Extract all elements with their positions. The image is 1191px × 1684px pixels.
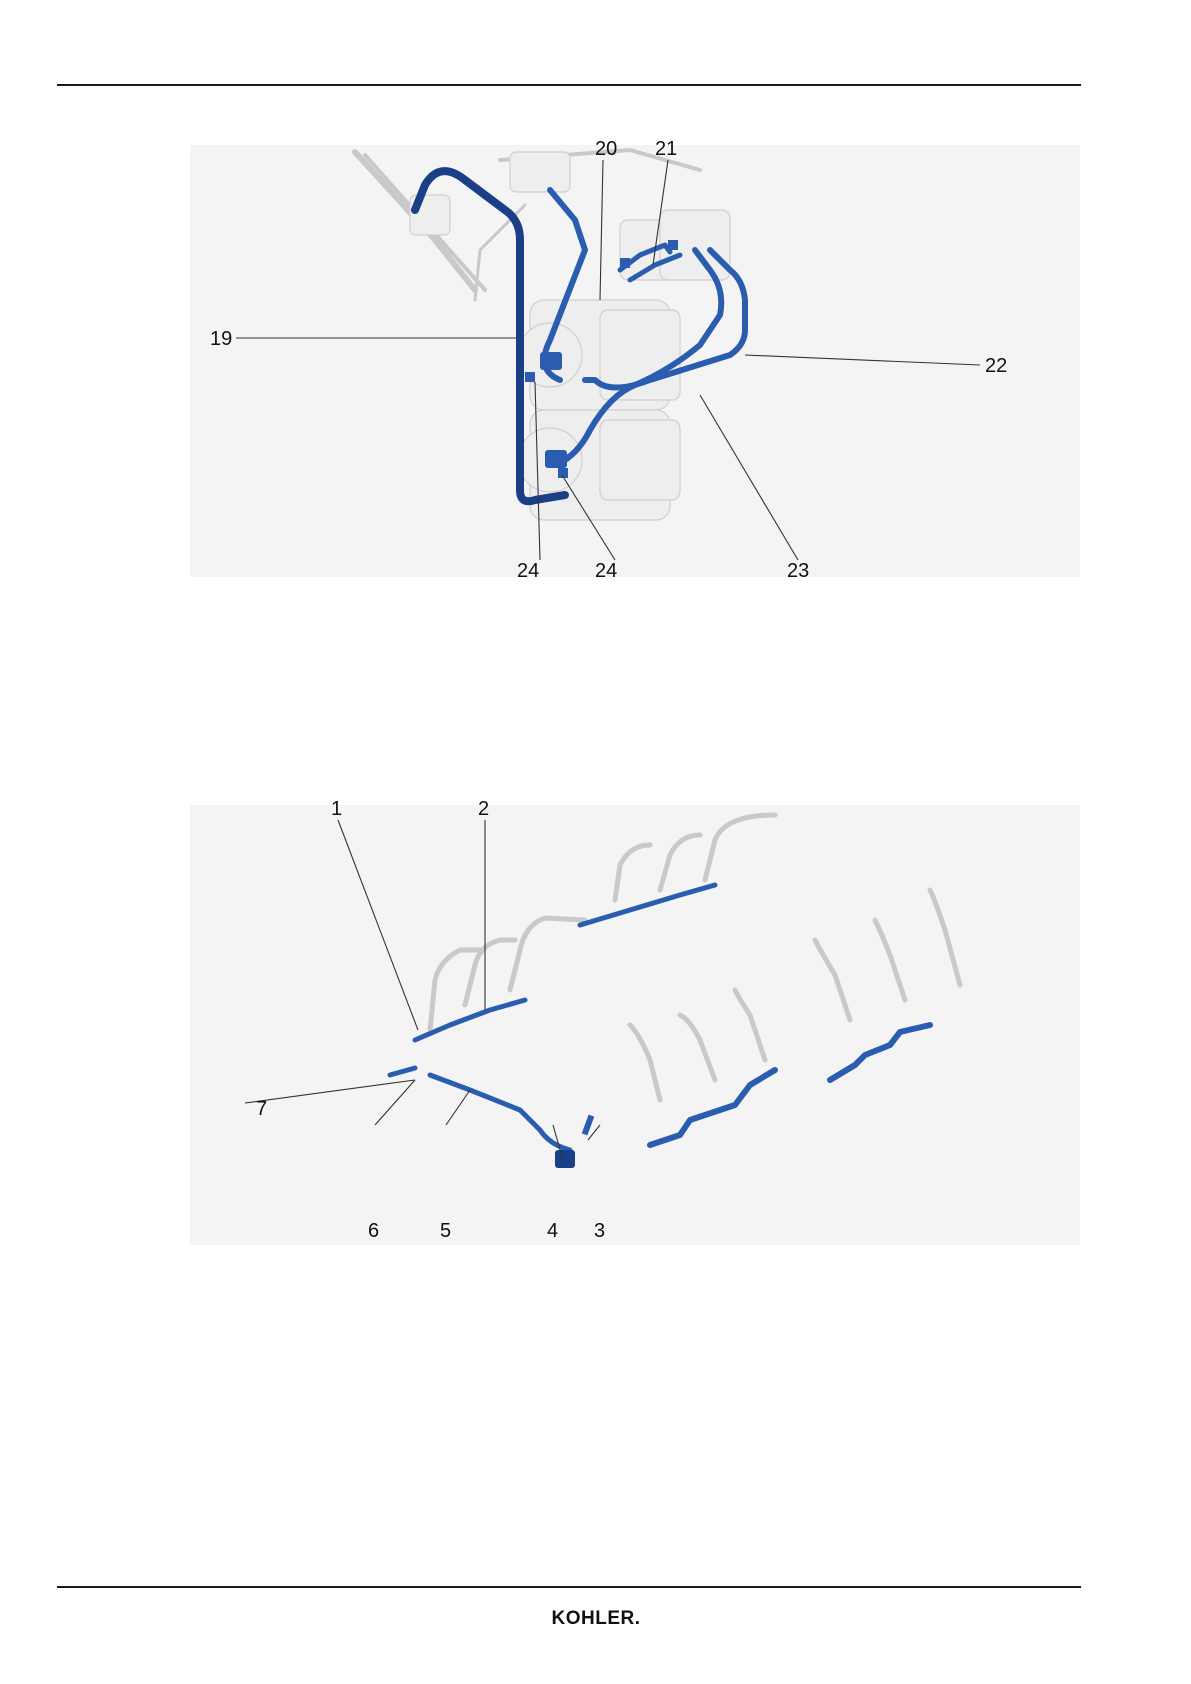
callout-3: 3 xyxy=(594,1220,605,1242)
fitting xyxy=(555,1150,575,1168)
callout-23: 23 xyxy=(787,560,809,582)
callout-21: 21 xyxy=(655,140,677,160)
exploded-fuel-lines-diagram: 1 2 3 4 5 6 7 xyxy=(190,800,1080,1245)
kohler-logo: KOHLER. xyxy=(530,1608,662,1630)
callout-4: 4 xyxy=(547,1220,558,1242)
callout-1: 1 xyxy=(331,800,342,820)
header-rule xyxy=(57,84,1081,86)
callout-2: 2 xyxy=(478,800,489,820)
callout-7: 7 xyxy=(256,1098,267,1120)
callout-5: 5 xyxy=(440,1220,451,1242)
callout-22: 22 xyxy=(985,355,1007,377)
footer-rule xyxy=(57,1586,1081,1588)
callout-19: 19 xyxy=(210,328,232,350)
callout-24b: 24 xyxy=(595,560,617,582)
callout-24a: 24 xyxy=(517,560,539,582)
fuel-line-assembly-diagram: 19 20 21 22 23 24 24 xyxy=(190,140,1080,585)
callout-20: 20 xyxy=(595,140,617,160)
callout-6: 6 xyxy=(368,1220,379,1242)
diagram-background xyxy=(190,805,1080,1245)
